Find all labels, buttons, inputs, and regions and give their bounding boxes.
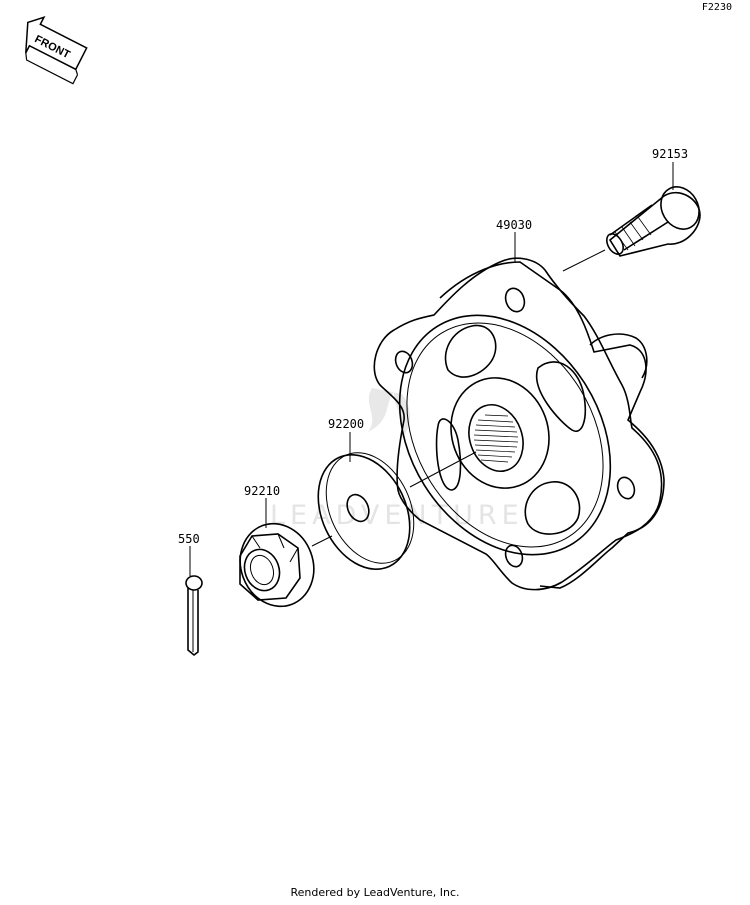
callout-49030[interactable]: 49030 (496, 218, 532, 232)
cotter-pin-550[interactable] (185, 575, 203, 657)
leadventure-watermark: LEADVENTURE (270, 388, 524, 531)
watermark-text: LEADVENTURE (270, 500, 524, 531)
washer-92200[interactable] (301, 439, 431, 585)
stud-92153[interactable] (603, 180, 706, 257)
diagram-code: F2230 (701, 2, 732, 13)
hub-49030[interactable] (357, 257, 665, 594)
callout-92153[interactable]: 92153 (652, 147, 688, 161)
leader-lines (189, 162, 674, 576)
callout-92200[interactable]: 92200 (328, 417, 364, 431)
nut-92210[interactable] (229, 513, 325, 617)
callout-550[interactable]: 550 (178, 532, 200, 546)
footer-credit: Rendered by LeadVenture, Inc. (290, 886, 460, 899)
front-arrow: FRONT (25, 15, 88, 85)
callout-92210[interactable]: 92210 (244, 484, 280, 498)
